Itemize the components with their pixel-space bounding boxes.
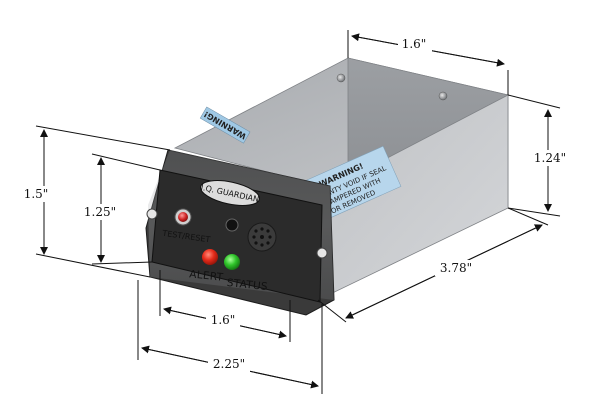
dimension-labels: 1.6" 1.24" 3.78" 1.5" 1.25" 1.6" 2.25": [20, 36, 570, 372]
alert-led: [202, 249, 218, 265]
dim-length: 3.78": [440, 261, 472, 275]
test-reset-button[interactable]: [178, 212, 188, 222]
speaker-grille: [247, 222, 277, 252]
dim-face-height: 1.25": [84, 205, 116, 219]
brand-oval: [200, 180, 260, 206]
dim-bezel-height: 1.5": [24, 187, 49, 201]
dim-right-height: 1.24": [534, 151, 566, 165]
mount-hole-left: [146, 208, 158, 220]
sensor-hole: [225, 218, 239, 232]
top-screw: [438, 91, 448, 101]
alert-label: ALERT: [189, 268, 224, 284]
top-screw: [336, 73, 346, 83]
dim-top-depth: 1.6": [402, 37, 427, 51]
status-label: STATUS: [226, 277, 268, 293]
dim-face-width: 1.6": [211, 313, 236, 327]
front-panel: I.Q. GUARDIAN TEST/RESET ALERT STATUS: [145, 149, 335, 316]
dim-bezel-width: 2.25": [213, 357, 245, 371]
mount-hole-right: [316, 247, 328, 259]
status-led: [224, 254, 240, 270]
